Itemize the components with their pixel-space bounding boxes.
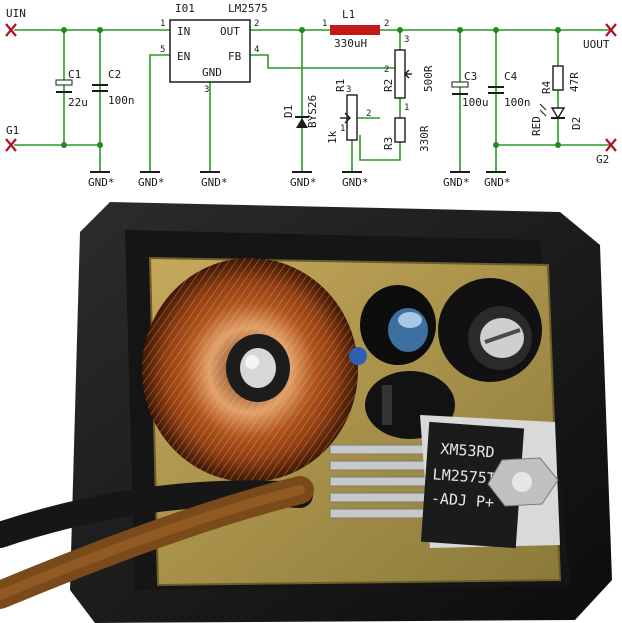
potentiometer-r1: R1 1k 3 2 1 [326,79,371,144]
svg-text:D2: D2 [570,117,583,130]
svg-text:2: 2 [384,65,389,75]
svg-text:C4: C4 [504,70,518,83]
svg-text:100n: 100n [504,96,531,109]
svg-text:330R: 330R [418,125,431,152]
svg-text:4: 4 [254,45,259,55]
trimmer-potentiometer [438,278,542,382]
svg-text:EN: EN [177,50,190,63]
svg-text:I01: I01 [175,2,195,15]
svg-text:R3: R3 [382,137,395,150]
potentiometer-r2: R2 500R 3 2 1 [382,35,435,113]
circuit-photo: XM53RD LM2575T -ADJ P+ [0,190,622,623]
led-d2: RED D2 [530,103,583,136]
svg-text:1: 1 [160,19,165,29]
svg-text:500R: 500R [422,65,435,92]
toroid-inductor [142,258,358,482]
svg-text:D1: D1 [282,105,295,118]
svg-text:G1: G1 [6,124,19,137]
svg-text:GND*: GND* [88,176,115,189]
svg-text:GND*: GND* [443,176,470,189]
electrolytic-capacitor [360,285,436,365]
svg-text:G2: G2 [596,153,609,166]
svg-text:GND*: GND* [138,176,165,189]
diode-d1: D1 BYS26 [282,95,319,128]
svg-text:R1: R1 [334,79,347,92]
resistor-r3: R3 330R [382,117,431,152]
svg-text:GND*: GND* [342,176,369,189]
svg-text:3: 3 [346,85,351,95]
svg-text:3: 3 [404,35,409,45]
inductor-l1: L1 330uH 1 2 [322,8,389,50]
chip-marking-2: LM2575T [432,465,496,487]
svg-text:UOUT: UOUT [583,38,610,51]
svg-text:1k: 1k [326,130,339,144]
svg-text:GND*: GND* [201,176,228,189]
ceramic-capacitor [349,347,367,365]
svg-text:47R: 47R [568,72,581,92]
svg-text:1: 1 [404,103,409,113]
svg-text:C3: C3 [464,70,477,83]
svg-text:1: 1 [322,19,327,29]
svg-text:OUT: OUT [220,25,240,38]
chip-marking-3: -ADJ P+ [430,489,494,511]
svg-text:UIN: UIN [6,7,26,20]
svg-text:2: 2 [366,109,371,119]
capacitor-c4: C4 100n [488,70,531,109]
svg-text:GND*: GND* [484,176,511,189]
terminal-vout: UOUT [583,23,617,51]
terminal-vin: UIN [5,7,26,37]
svg-text:5: 5 [160,45,165,55]
svg-text:3: 3 [204,85,209,95]
circuit-schematic: UIN G1 UOUT G2 C1 22u C2 100n I01 LM2575… [5,2,617,189]
svg-text:FB: FB [228,50,242,63]
svg-text:L1: L1 [342,8,355,21]
svg-text:GND: GND [202,66,222,79]
svg-text:2: 2 [384,19,389,29]
svg-text:R2: R2 [382,79,395,92]
resistor-r4: R4 47R [540,65,581,94]
svg-text:GND*: GND* [290,176,317,189]
terminal-g1: G1 [5,124,19,152]
svg-text:C2: C2 [108,68,121,81]
cables [0,476,314,609]
capacitor-c1: C1 22u [55,68,88,109]
svg-text:C1: C1 [68,68,81,81]
junction-nodes [61,27,561,148]
svg-text:BYS26: BYS26 [306,95,319,128]
terminal-g2: G2 [596,138,617,166]
ground-labels: GND* GND* GND* GND* GND* GND* GND* [88,176,511,189]
svg-text:22u: 22u [68,96,88,109]
svg-text:LM2575: LM2575 [228,2,268,15]
ic-lm2575: I01 LM2575 IN OUT EN FB GND 1 2 3 4 5 [160,2,268,95]
capacitor-c2: C2 100n [92,68,135,107]
chip-marking-1: XM53RD [440,440,495,462]
svg-text:R4: R4 [540,80,553,94]
svg-text:330uH: 330uH [334,37,367,50]
svg-text:RED: RED [530,116,543,136]
mounting-nut [487,457,559,507]
svg-text:100n: 100n [108,94,135,107]
svg-text:100u: 100u [462,96,489,109]
svg-text:2: 2 [254,19,259,29]
svg-text:1: 1 [340,124,345,134]
capacitor-c3: C3 100u [451,70,489,109]
svg-text:IN: IN [177,25,190,38]
